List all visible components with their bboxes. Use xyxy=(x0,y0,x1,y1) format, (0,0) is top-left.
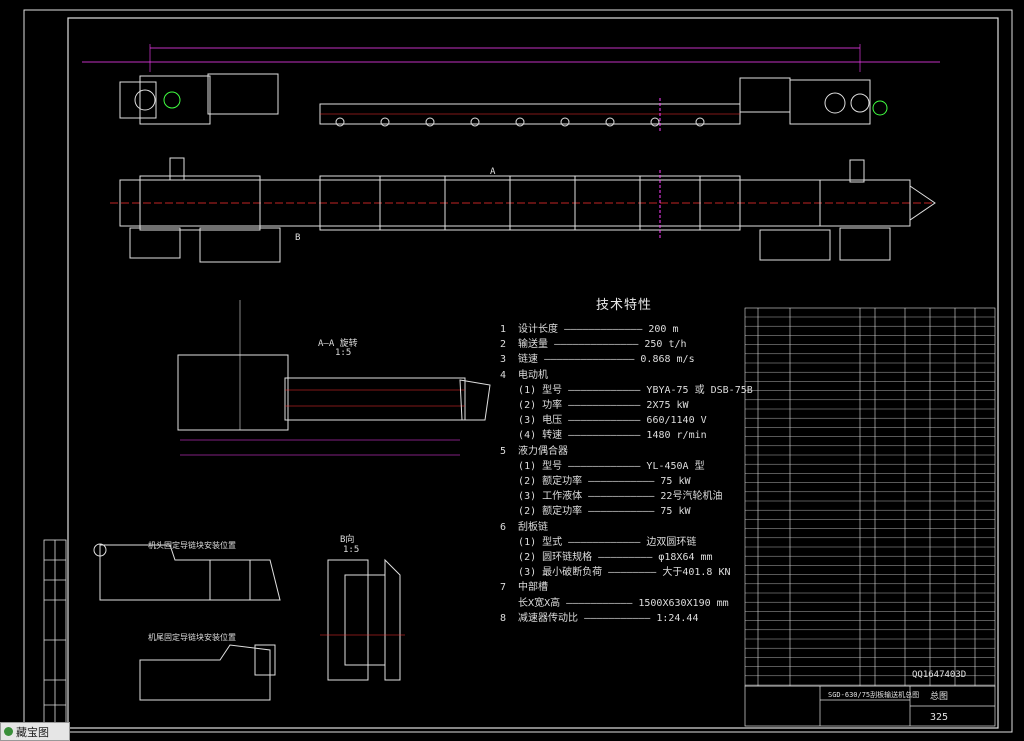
title-drawing-name: SGD-630/75刮板输送机总图 xyxy=(828,690,919,699)
detail-tail-caption: 机尾固定导链块安装位置 xyxy=(148,633,236,642)
spec-line: (1) 型号 ———————————— YBYA-75 或 DSB-75B xyxy=(500,384,753,396)
spec-line: 8 减速器传动比 ——————————— 1:24.44 xyxy=(500,612,699,624)
drawing-border-outer xyxy=(23,9,1013,733)
spec-line: (1) 型号 ———————————— YL-450A 型 xyxy=(500,460,705,472)
spec-line: 1 设计长度 ————————————— 200 m xyxy=(500,324,679,335)
title-code: 325 xyxy=(930,712,948,723)
spec-line: 2 输送量 —————————————— 250 t/h xyxy=(500,339,687,351)
spec-line: 4 电动机 xyxy=(500,369,549,381)
spec-line: 5 液力偶合器 xyxy=(500,445,569,457)
spec-line: (2) 额定功率 ——————————— 75 kW xyxy=(500,476,691,487)
side-stamp-table xyxy=(43,539,67,729)
title-sheet-name: 总图 xyxy=(930,690,948,702)
svg-text:A: A xyxy=(490,167,496,177)
spec-line: (3) 最小破断负荷 ———————— 大于401.8 KN xyxy=(500,567,731,579)
title-drawing-number: QQ1647403D xyxy=(912,670,966,680)
plan-view: B A xyxy=(110,157,936,263)
bottom-bar-icon xyxy=(4,727,13,736)
detail-head-caption: 机头固定导链块安装位置 xyxy=(148,541,236,550)
spec-title: 技术特性 xyxy=(596,298,653,313)
detail-head-view xyxy=(93,543,281,601)
bottom-bar-label: 藏宝图 xyxy=(16,725,49,739)
spec-line: 6 刮板链 xyxy=(500,521,549,533)
spec-line: (2) 额定功率 ——————————— 75 kW xyxy=(500,506,691,518)
detail-tail-view xyxy=(139,644,276,701)
spec-line: (4) 转速 ———————————— 1480 r/min xyxy=(500,430,707,442)
section-aa-scale: 1:5 xyxy=(335,348,352,358)
parts-list-rows xyxy=(745,316,995,686)
spec-line: 7 中部槽 xyxy=(500,582,549,594)
title-block xyxy=(744,685,996,727)
elevation-view xyxy=(82,44,940,132)
spec-line: (3) 工作液体 ——————————— 22号汽轮机油 xyxy=(500,491,723,503)
bottom-bar[interactable]: 藏宝图 xyxy=(0,722,70,741)
section-b-scale: 1:5 xyxy=(343,545,360,555)
spec-line: 长X宽X高 ——————————— 1500X630X190 mm xyxy=(500,597,729,609)
spec-line: (2) 圆环链规格 ————————— φ18X64 mm xyxy=(500,552,713,563)
section-aa-view xyxy=(177,300,491,456)
spec-line: (3) 电压 ———————————— 660/1140 V xyxy=(500,415,707,427)
section-b-caption: B向 xyxy=(340,535,355,545)
spec-line: (1) 型式 ———————————— 边双圆环链 xyxy=(500,536,697,548)
drawing-border-inner xyxy=(67,17,999,729)
spec-line: 3 链速 ——————————————— 0.868 m/s xyxy=(500,354,695,366)
parts-list-table xyxy=(744,307,996,687)
svg-text:B: B xyxy=(295,233,300,243)
section-b-view xyxy=(320,558,405,681)
spec-line: (2) 功率 ———————————— 2X75 kW xyxy=(500,400,689,411)
section-aa-caption: A—A 旋转 xyxy=(318,339,358,349)
